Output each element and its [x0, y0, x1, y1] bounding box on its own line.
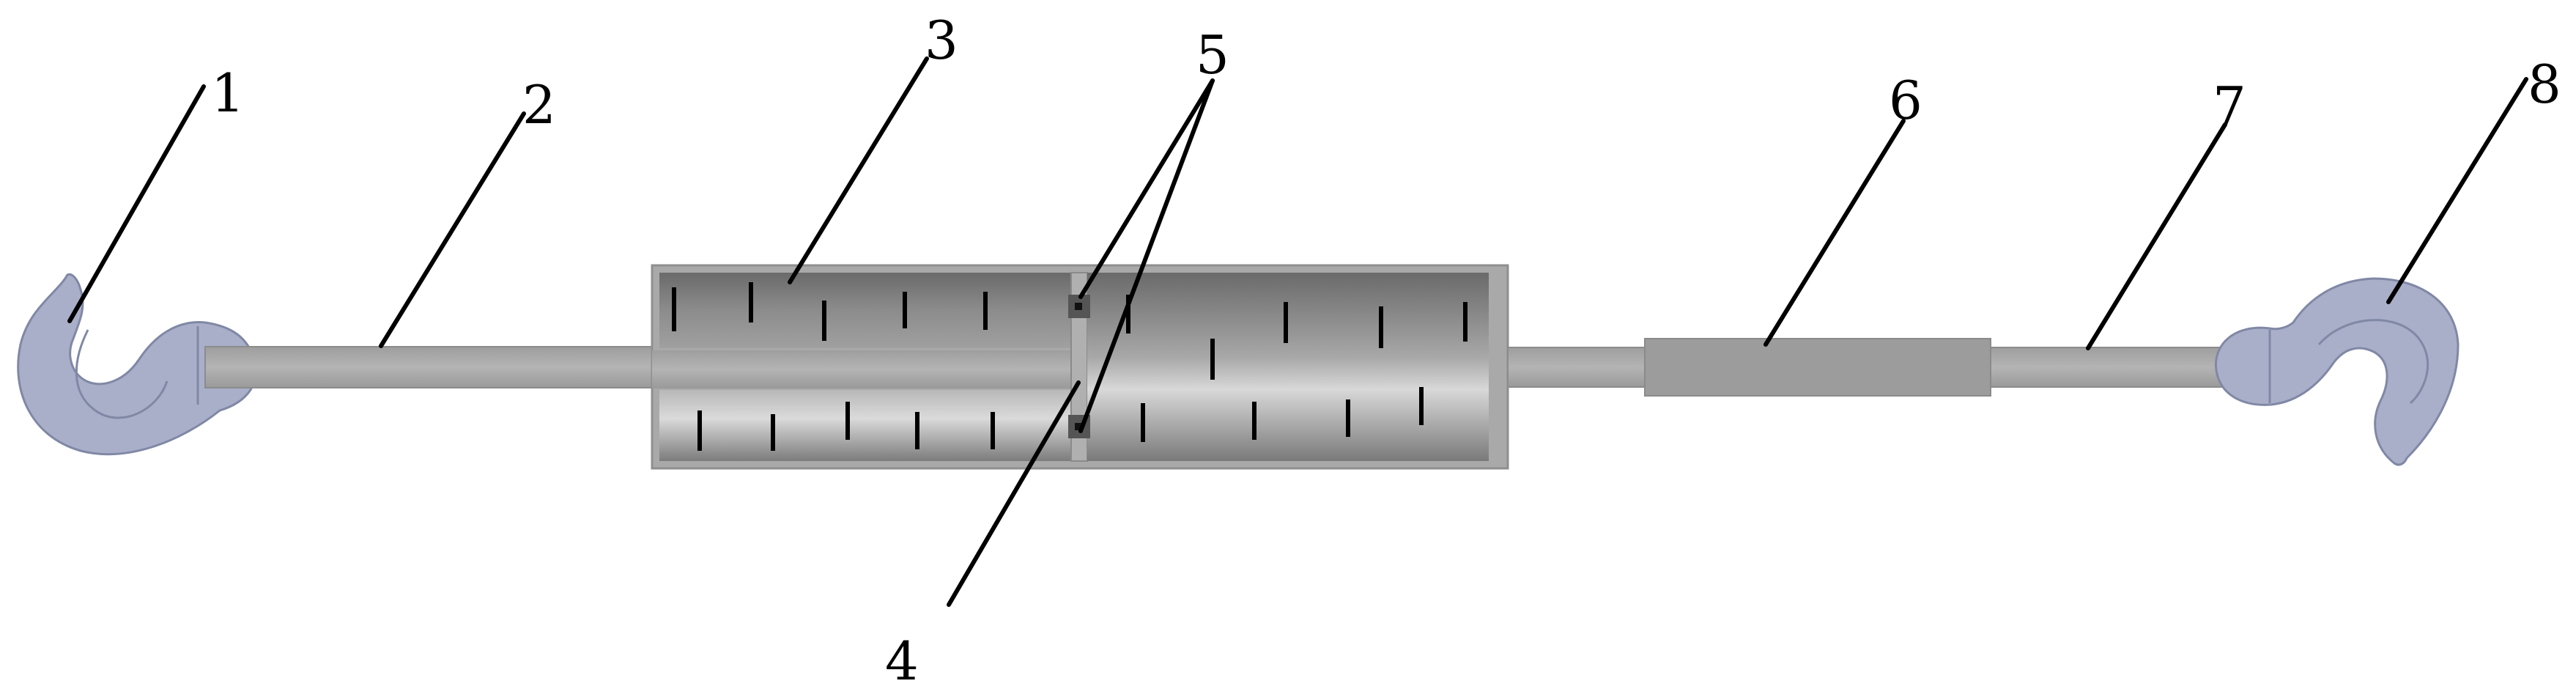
leader-line-5a — [1078, 78, 1215, 299]
upper-pin-dot — [1075, 303, 1082, 310]
right-hook-body — [2214, 277, 2460, 466]
leader-line-3 — [788, 56, 929, 284]
label-4: 4 — [885, 630, 919, 692]
right-chamber — [1087, 273, 1489, 461]
left-hook-inner-curve — [75, 329, 169, 419]
leader-line-6 — [1763, 119, 1906, 347]
left-hook-body — [17, 273, 258, 456]
left-upper-chamber — [659, 273, 1073, 348]
leader-line-5b — [1078, 78, 1215, 433]
label-5: 5 — [1196, 24, 1229, 86]
lower-pin-dot — [1075, 423, 1082, 430]
piston-rod-inside — [652, 350, 1073, 388]
leader-line-1 — [67, 84, 206, 323]
leader-lines — [67, 56, 2528, 607]
label-1: 1 — [211, 62, 245, 124]
left-rod — [204, 346, 660, 388]
sleeve — [1644, 338, 1991, 397]
leader-line-8 — [2386, 77, 2528, 304]
label-3: 3 — [925, 10, 958, 71]
right-hook-inner-curve — [2317, 319, 2429, 405]
left-lower-chamber — [659, 390, 1073, 461]
label-6: 6 — [1889, 70, 1922, 131]
leader-line-2 — [379, 111, 526, 348]
label-7: 7 — [2213, 75, 2246, 137]
right-hook — [2214, 277, 2460, 466]
label-8: 8 — [2528, 54, 2561, 115]
left-hook — [17, 273, 258, 456]
chamber-tick-marks — [672, 282, 1467, 451]
leader-line-7 — [2086, 122, 2227, 350]
label-2: 2 — [522, 74, 556, 136]
leader-line-4 — [947, 380, 1081, 607]
